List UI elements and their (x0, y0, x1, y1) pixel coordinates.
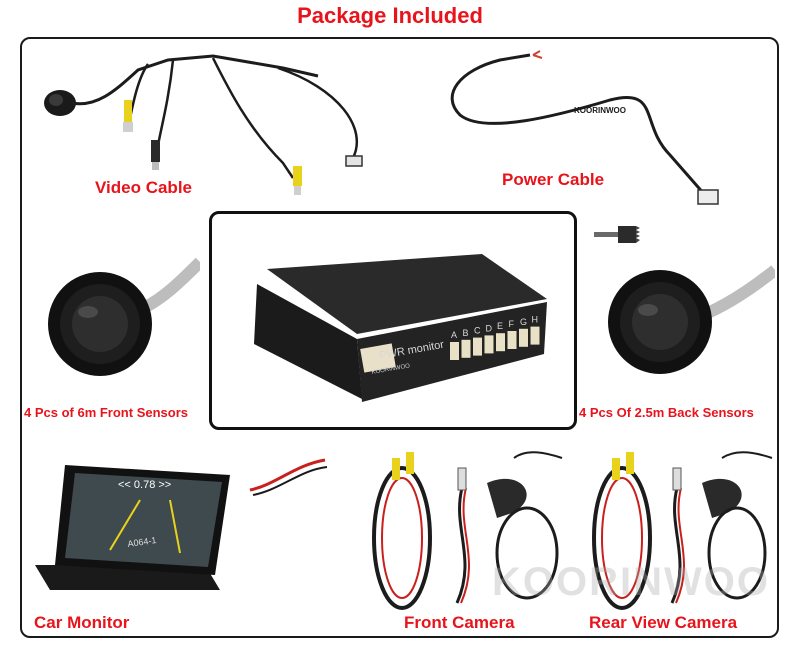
label-power-cable: Power Cable (502, 170, 605, 189)
port-b (461, 339, 471, 358)
port-label-c: C (474, 326, 481, 336)
rear-camera-kit-image (582, 438, 777, 613)
hole-saw-image (592, 222, 647, 247)
label-rear-camera: Rear View Camera (589, 613, 738, 632)
power-cable-image: KOORINWOO (440, 45, 740, 215)
label-front-camera: Front Camera (404, 613, 515, 632)
label-back-sensors: 4 Pcs Of 2.5m Back Sensors (579, 405, 754, 420)
port-d (484, 335, 494, 354)
port-label-b: B (463, 328, 469, 338)
port-label-e: E (497, 321, 503, 331)
front-sensor-image (40, 252, 200, 392)
port-label-a: A (451, 330, 457, 340)
port-label-f: F (509, 319, 515, 329)
port-f (507, 331, 517, 349)
video-cable-image (38, 48, 378, 203)
port-a (450, 342, 459, 360)
label-car-monitor: Car Monitor (34, 613, 130, 632)
port-label-g: G (520, 317, 527, 327)
port-label-h: H (532, 315, 539, 325)
port-g (519, 328, 528, 347)
package-frame (20, 37, 779, 638)
monitor-plate: A064-1 (127, 535, 157, 549)
monitor-cable-image (245, 455, 330, 500)
back-sensor-image (600, 250, 775, 390)
car-monitor-image: << 0.78 >> A064-1 (30, 455, 240, 605)
front-camera-kit-image (362, 438, 577, 613)
port-label-d: D (486, 323, 493, 333)
monitor-distance-readout: << 0.78 >> (118, 479, 171, 491)
label-front-sensors: 4 Pcs of 6m Front Sensors (24, 405, 188, 420)
page-title: Package Included (297, 3, 483, 28)
label-video-cable: Video Cable (95, 178, 192, 197)
port-c (473, 337, 482, 356)
watermark: KOORINWOO (492, 560, 770, 604)
port-e (496, 333, 505, 352)
brand-mark-power: KOORINWOO (574, 106, 626, 115)
port-h (530, 326, 540, 345)
